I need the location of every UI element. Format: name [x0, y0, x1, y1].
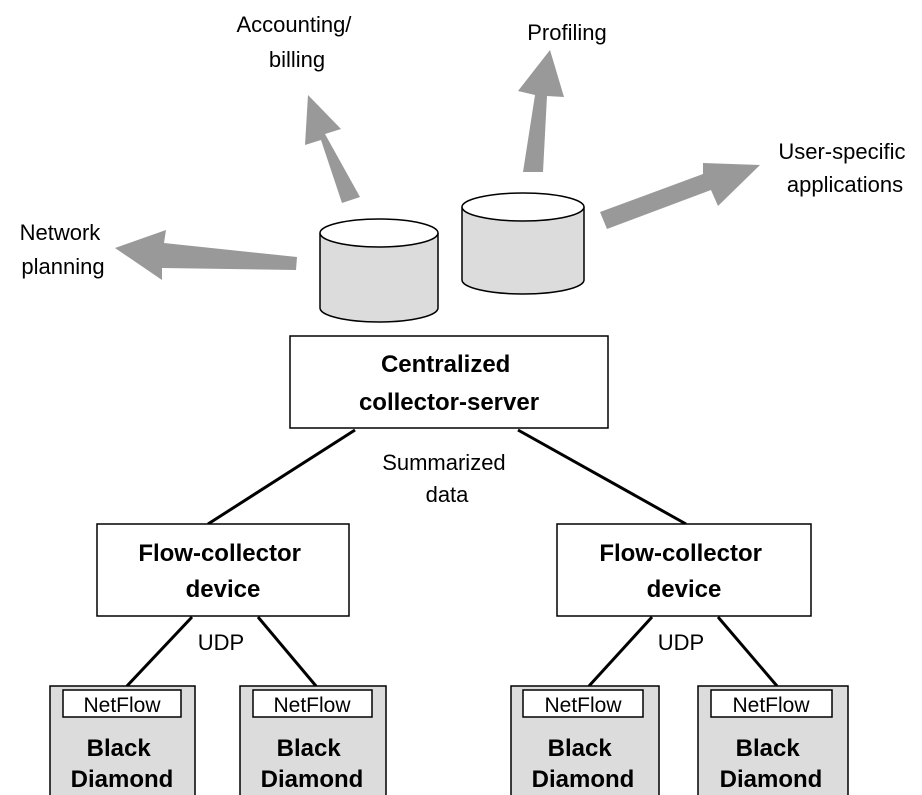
database-cylinder-icon [319, 218, 439, 323]
svg-text:Black Diamond: Black Diamond [720, 735, 823, 793]
server-label-line2: collector-server [359, 389, 539, 416]
black-diamond-switch-2: NetFlow Black Diamond [239, 685, 387, 795]
udp-label-right: UDP [658, 630, 704, 655]
arrow-to-network-planning [115, 230, 297, 280]
netflow-label: NetFlow [273, 694, 351, 717]
flow-collector-left: Flow-collector device [96, 523, 350, 617]
network-planning-label: Network planning [20, 220, 107, 279]
left-collector-switch1-link [125, 615, 194, 688]
summarized-data-label: Summarized data [382, 450, 512, 507]
accounting-label: Accounting/ billing [236, 12, 357, 72]
netflow-label: NetFlow [83, 694, 161, 717]
profiling-label: Profiling [527, 20, 606, 45]
database-cylinder-icon [461, 192, 585, 295]
svg-text:Flow-collector device: Flow-collector device [599, 540, 768, 603]
black-diamond-switch-1: NetFlow Black Diamond [49, 685, 196, 795]
black-diamond-switch-3: NetFlow Black Diamond [510, 685, 660, 795]
user-specific-label: User-specific applications [778, 139, 911, 197]
collector-server-box: Centralized collector-server [289, 335, 609, 429]
black-diamond-switch-4: NetFlow Black Diamond [697, 685, 849, 795]
svg-text:Black Diamond: Black Diamond [261, 735, 364, 793]
server-label-line1: Centralized [381, 351, 510, 378]
arrow-to-user-apps [600, 163, 760, 229]
svg-text:Flow-collector device: Flow-collector device [138, 540, 307, 603]
left-collector-switch2-link [256, 616, 318, 687]
server-left-link [207, 428, 356, 526]
svg-text:Black Diamond: Black Diamond [71, 735, 174, 793]
server-right-link [517, 428, 687, 526]
svg-text:Black Diamond: Black Diamond [532, 735, 635, 793]
arrow-to-profiling [518, 50, 564, 172]
netflow-label: NetFlow [732, 694, 810, 717]
svg-text:Centralized collector-se: Centralized collector-server [359, 351, 539, 416]
netflow-label: NetFlow [544, 694, 622, 717]
arrow-to-accounting [305, 95, 360, 203]
right-collector-switch4-link [716, 616, 779, 687]
flow-collector-right: Flow-collector device [556, 523, 812, 617]
right-collector-switch3-link [587, 615, 654, 688]
udp-label-left: UDP [198, 630, 244, 655]
